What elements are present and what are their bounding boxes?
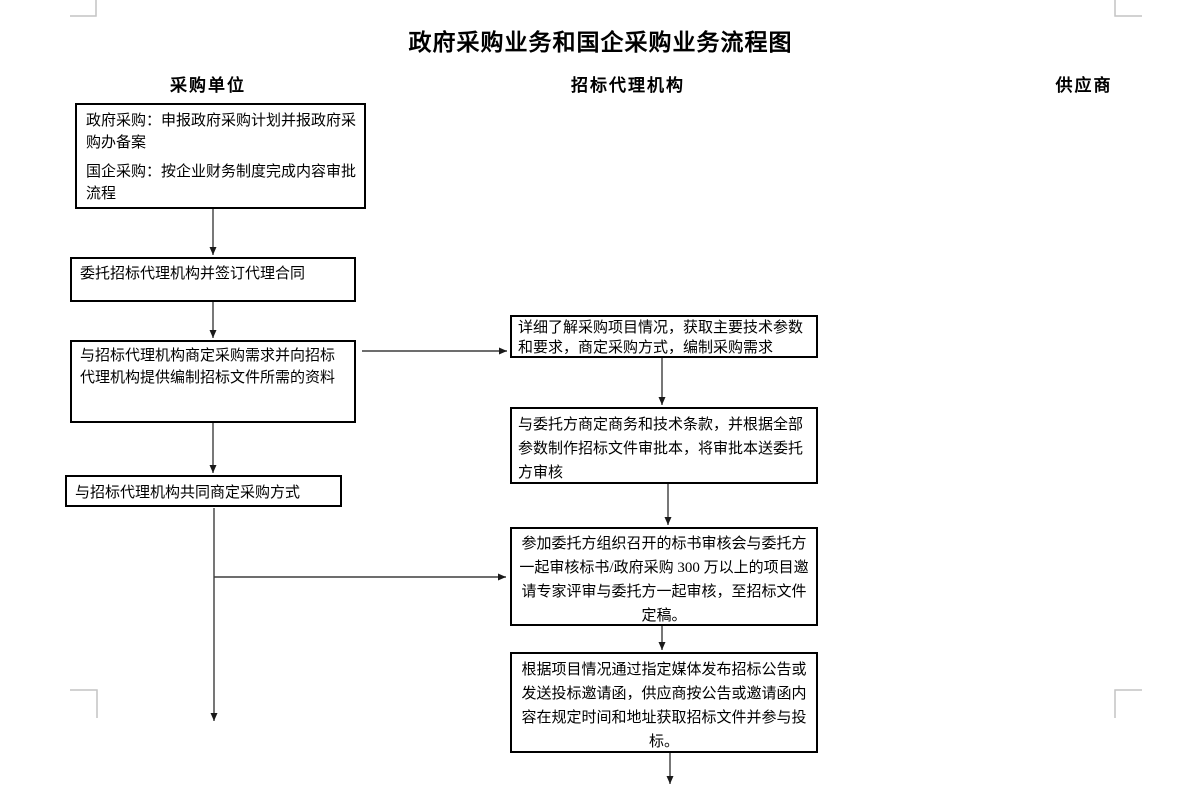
crop-mark-top-right bbox=[1114, 0, 1142, 17]
flow-box-text: 与委托方商定商务和技术条款，并根据全部参数制作招标文件审批本，将审批本送委托方审… bbox=[518, 417, 804, 481]
crop-mark-bottom-right bbox=[1114, 689, 1142, 718]
flow-box-text: 参加委托方组织召开的标书审核会与委托方一起审核标书/政府采购 300 万以上的项… bbox=[519, 536, 809, 624]
flow-box-agree-method: 与招标代理机构共同商定采购方式 bbox=[65, 475, 342, 507]
flow-box-text: 详细了解采购项目情况，获取主要技术参数和要求，商定采购方式，编制采购需求 bbox=[518, 320, 804, 356]
flow-box-publish-announcement: 根据项目情况通过指定媒体发布招标公告或发送投标邀请函，供应商按公告或邀请函内容在… bbox=[510, 652, 818, 753]
column-header-bidding-agency: 招标代理机构 bbox=[571, 76, 685, 95]
flow-box-entrust-agency: 委托招标代理机构并签订代理合同 bbox=[70, 257, 356, 302]
flow-box-text: 国企采购：按企业财务制度完成内容审批流程 bbox=[86, 164, 357, 202]
crop-mark-bottom-left bbox=[70, 689, 98, 718]
column-header-supplier: 供应商 bbox=[1055, 76, 1113, 95]
flow-box-text: 与招标代理机构共同商定采购方式 bbox=[75, 484, 301, 501]
flow-box-text: 与招标代理机构商定采购需求并向招标代理机构提供编制招标文件所需的资料 bbox=[80, 348, 336, 386]
flow-box-text: 委托招标代理机构并签订代理合同 bbox=[80, 266, 306, 282]
flow-box-review-meeting: 参加委托方组织召开的标书审核会与委托方一起审核标书/政府采购 300 万以上的项… bbox=[510, 527, 818, 626]
flow-box-draft-documents: 与委托方商定商务和技术条款，并根据全部参数制作招标文件审批本，将审批本送委托方审… bbox=[510, 407, 818, 484]
flow-box-text: 政府采购：申报政府采购计划并报政府采购办备案 bbox=[86, 113, 357, 151]
crop-mark-top-left bbox=[70, 0, 97, 17]
column-header-purchasing-unit: 采购单位 bbox=[170, 76, 246, 95]
flow-box-agree-requirements: 与招标代理机构商定采购需求并向招标代理机构提供编制招标文件所需的资料 bbox=[70, 340, 356, 423]
flow-box-text: 根据项目情况通过指定媒体发布招标公告或发送投标邀请函，供应商按公告或邀请函内容在… bbox=[521, 662, 807, 750]
page-title: 政府采购业务和国企采购业务流程图 bbox=[408, 30, 793, 55]
flow-box-declare-plan: 政府采购：申报政府采购计划并报政府采购办备案 国企采购：按企业财务制度完成内容审… bbox=[75, 103, 366, 209]
flow-box-understand-project: 详细了解采购项目情况，获取主要技术参数和要求，商定采购方式，编制采购需求 bbox=[510, 315, 818, 358]
